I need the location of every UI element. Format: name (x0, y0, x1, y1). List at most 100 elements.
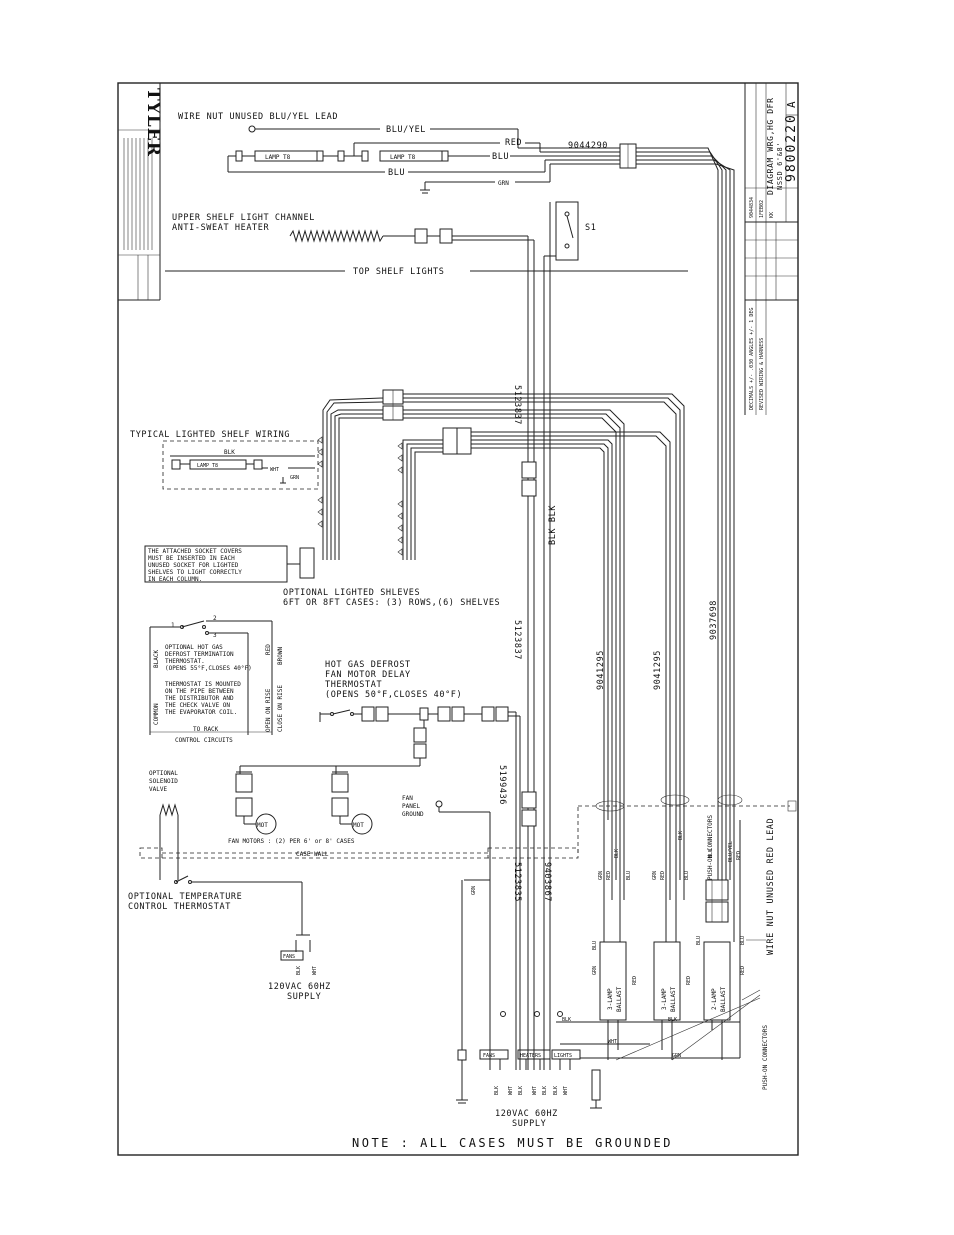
supply-blk-4: BLK (553, 1086, 559, 1095)
lights-box: LIGHTS (554, 1053, 572, 1059)
fan-motor-right (351, 813, 373, 835)
fan-ground-label-2: PANEL (402, 803, 420, 810)
thermo-label-1: OPTIONAL HOT GAS (165, 644, 223, 651)
bottom-supply: FANS HEATERS LIGHTS BLK WHT BLK WHT BLK … (456, 880, 602, 1129)
temp-control-label-1: OPTIONAL TEMPERATURE (128, 892, 242, 902)
fan-ground-label-1: FAN (402, 795, 413, 802)
fan-delay-label-4: (OPENS 50°F,CLOSES 40°F) (325, 690, 462, 700)
ballast-blu-2: BLU (684, 871, 690, 880)
part-9037698: 9037698 (709, 600, 719, 640)
bus-grn-label: GRN (672, 1053, 681, 1059)
grn-label-top: GRN (498, 180, 509, 187)
left-supply-label-2: SUPPLY (287, 992, 321, 1002)
push-on-connectors-bottom: PUSH-ON CONNECTORS (762, 1025, 769, 1090)
typical-shelf-wiring: TYPICAL LIGHTED SHELF WIRING BLK LAMP T8… (130, 430, 319, 490)
part-5199436: 5199436 (497, 765, 507, 805)
ballast-red-5: RED (632, 976, 638, 985)
fan-delay-label-2: FAN MOTOR DELAY (325, 670, 411, 680)
case-wall-label: CASE WALL (296, 851, 329, 858)
bus-blk-label-2: BLK (668, 1017, 677, 1023)
grounding-note: NOTE : ALL CASES MUST BE GROUNDED (352, 1136, 673, 1150)
ballast-2lamp (703, 941, 731, 1021)
ballast-blk-1: BLK (614, 849, 620, 858)
sheet-border (117, 82, 799, 1156)
wire-nut-top-label: WIRE NUT UNUSED BLU/YEL LEAD (178, 112, 338, 122)
fan-motor-left (255, 813, 277, 835)
thermo-label-2: DEFROST TERMINATION (165, 651, 234, 658)
heater-coil (289, 229, 384, 243)
socket-note-1: THE ATTACHED SOCKET COVERS (148, 548, 242, 555)
brand-logo: TYLER (143, 88, 163, 157)
fan-delay-label-3: THERMOSTAT (325, 680, 382, 690)
optional-shelves-label-1: OPTIONAL LIGHTED SHLEVES (283, 588, 420, 598)
ballast-blu-5: BLU (740, 936, 746, 945)
ballast-blu-1: BLU (626, 871, 632, 880)
fan-delay-thermostat: HOT GAS DEFROST FAN MOTOR DELAY THERMOST… (239, 660, 521, 1070)
part-9403867: 9403867 (542, 862, 552, 902)
supply-wht-2: WHT (532, 1086, 538, 1095)
terminal-3: 3 (213, 632, 217, 639)
grn-fan-ground: GRN (471, 886, 477, 895)
blu-label-2: BLU (388, 168, 405, 178)
ballast-red-3: RED (736, 851, 742, 860)
thermo-label-4: (OPENS 55°F,CLOSES 40°F) (165, 665, 252, 672)
mot-label-right: MOT (353, 822, 364, 829)
lamp-t8-right-label: LAMP T8 (390, 154, 416, 161)
shelf-harness-inner (317, 427, 671, 820)
left-supply-blk: BLK (296, 966, 302, 975)
fans-box-left: FANS (283, 954, 295, 960)
bottom-supply-label-1: 120VAC 60HZ (495, 1109, 558, 1119)
red-label: RED (505, 138, 522, 148)
top-shelf-divider: TOP SHELF LIGHTS (165, 267, 688, 277)
common-label: COMMON (153, 703, 160, 725)
harness-part-numbers: 5123837 5123837 5199436 5123835 9403867 … (497, 385, 719, 902)
shelf-harness-outer (322, 389, 685, 820)
thermo-label-8: THE CHECK VALVE ON (165, 702, 230, 709)
fan-motors: MOT MOT FAN MOTORS : (2) PER 6' or 8' CA… (228, 771, 373, 845)
ballast-3lamp-left (599, 941, 627, 1021)
lamp-t8-left-label: LAMP T8 (265, 154, 291, 161)
blu-yel-label: BLU/YEL (386, 125, 426, 135)
ballast-blk-2: BLK (678, 831, 684, 840)
fans-box-bottom: FANS (483, 1053, 495, 1059)
defrost-termination-thermostat: 1 2 3 OPTIONAL HOT GAS DEFROST TERMINATI… (149, 615, 284, 744)
heater-label-1: UPPER SHELF LIGHT CHANNEL (172, 213, 315, 223)
ballast-3lamp-left-word: BALLAST (616, 986, 623, 1012)
thermo-label-5: THERMOSTAT IS MOUNTED (165, 681, 241, 688)
part-5123837-top: 5123837 (512, 385, 522, 425)
ballast-blu-yel: BLU/YEL (728, 841, 734, 862)
part-9041295-left: 9041295 (596, 650, 606, 690)
drawing-title-line1: DIAGRAM WRG,HG DFR (766, 98, 775, 196)
ballast-grn-3: GRN (592, 966, 598, 975)
solenoid-label-3: VALVE (149, 786, 167, 793)
ballast-3lamp-right (653, 941, 681, 1021)
part-9041295-right: 9041295 (653, 650, 663, 690)
switch-s1: S1 (543, 201, 596, 1070)
ballast-blu-6: BLU (592, 941, 598, 950)
temp-control-label-2: CONTROL THERMOSTAT (128, 902, 231, 912)
left-supply-wht: WHT (312, 966, 318, 975)
top-lamp-circuit: WIRE NUT UNUSED BLU/YEL LEAD BLU/YEL RED… (178, 112, 735, 820)
bus-blk-label: BLK (562, 1017, 571, 1023)
ballast-2lamp-label: 2-LAMP (711, 988, 718, 1010)
drawing-date: 1FEB02 (759, 200, 765, 218)
control-circuits-label: CONTROL CIRCUITS (175, 737, 233, 744)
left-supply-label-1: 120VAC 60HZ (268, 982, 331, 992)
socket-note-2: MUST BE INSERTED IN EACH (148, 555, 235, 562)
bottom-supply-label-2: SUPPLY (512, 1119, 546, 1129)
ballast-3lamp-right-word: BALLAST (670, 986, 677, 1012)
ballast-red-6: RED (686, 976, 692, 985)
black-wire-label: BLACK (153, 650, 160, 668)
socket-note-3: UNUSED SOCKET FOR LIGHTED (148, 562, 239, 569)
thermo-label-6: ON THE PIPE BETWEEN (165, 688, 234, 695)
thermo-label-3: THERMOSTAT. (165, 658, 205, 665)
tolerances: DECIMALS +/- .030 ANGLES +/- 1 DEG (749, 308, 755, 410)
left-info-strip: TYLER (118, 82, 163, 301)
fan-motors-label: FAN MOTORS : (2) PER 6' or 8' CASES (228, 838, 355, 845)
push-on-connectors-top: PUSH-ON CONNECTORS (707, 815, 714, 880)
revision-description: REVISED WIRING & HARNESS (759, 338, 765, 410)
drawing-title-line2: NSSD 6'&8' (776, 142, 784, 190)
drawing-ref: 9044834 (749, 197, 755, 218)
blu-label: BLU (492, 152, 509, 162)
socket-note-4: SHELVES TO LIGHT CORRECTLY (148, 569, 242, 576)
